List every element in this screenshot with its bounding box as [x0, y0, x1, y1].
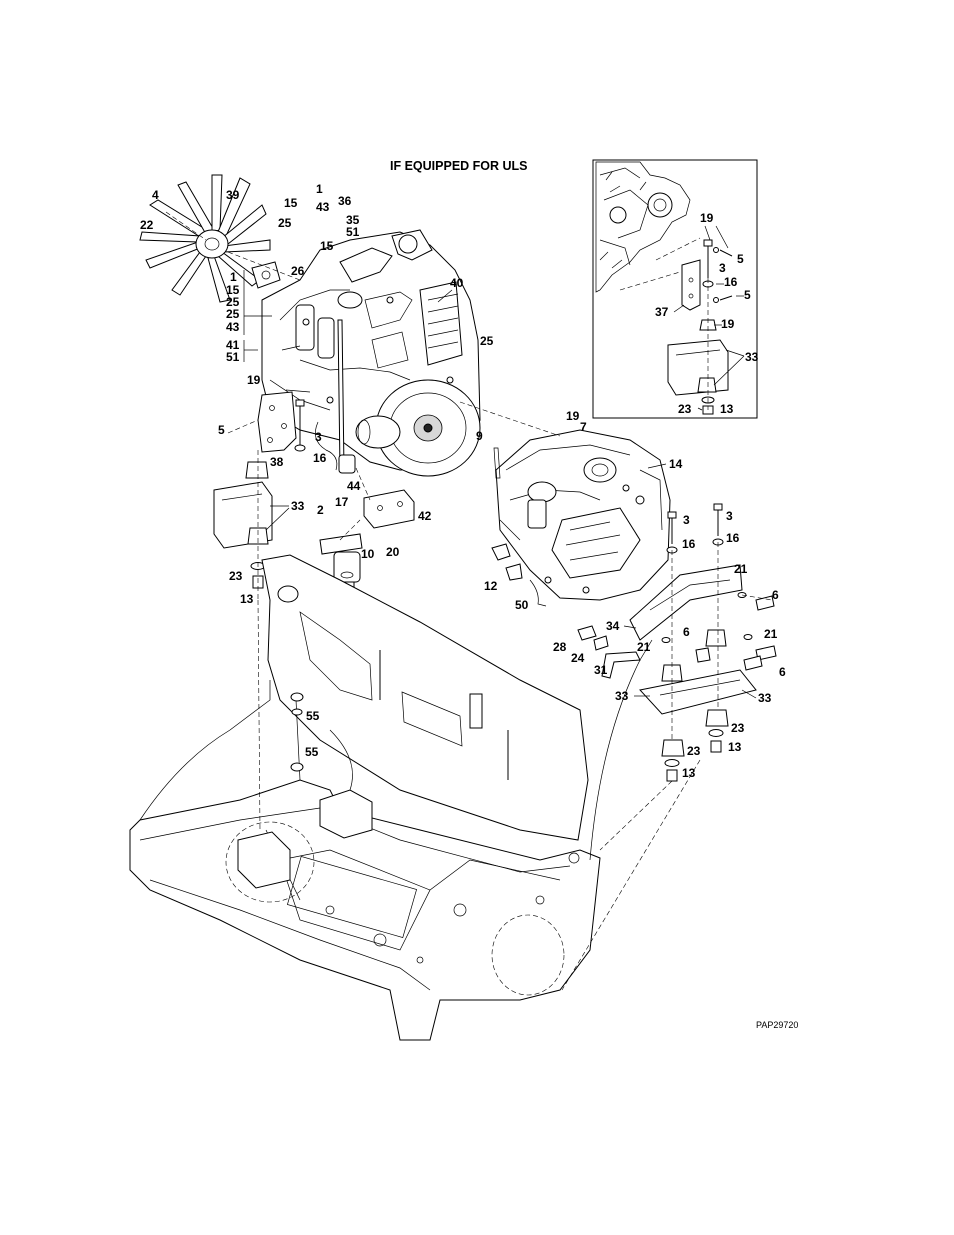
inset-callout-5-b: 5: [744, 288, 751, 302]
callout-23: 23: [229, 569, 243, 583]
callout-2: 2: [317, 503, 324, 517]
callout-1: 1: [316, 182, 323, 196]
callout-41: 41: [226, 338, 240, 352]
callout-16-b: 16: [682, 537, 696, 551]
callout-28: 28: [553, 640, 567, 654]
callout-16-c: 16: [726, 531, 740, 545]
transmission-mounts: [577, 503, 777, 782]
callout-6: 6: [772, 588, 779, 602]
callout-51-b: 51: [226, 350, 240, 364]
callout-33: 33: [291, 499, 305, 513]
callout-15-stack: 15: [226, 283, 240, 297]
cooling-fan: [139, 174, 301, 303]
engine-mount-left: [213, 391, 306, 600]
callout-43-stack: 43: [226, 320, 240, 334]
callout-4: 4: [152, 188, 159, 202]
callout-23-c: 23: [687, 744, 701, 758]
callout-31: 31: [594, 663, 608, 677]
callout-33-b: 33: [615, 689, 629, 703]
callout-16: 16: [313, 451, 327, 465]
callout-19: 19: [247, 373, 261, 387]
callout-39: 39: [226, 188, 240, 202]
callout-20: 20: [386, 545, 400, 559]
callout-19-b: 19: [566, 409, 580, 423]
callout-35: 35: [346, 213, 360, 227]
callout-26: 26: [291, 264, 305, 278]
callout-3-b: 3: [683, 513, 690, 527]
callout-25: 25: [278, 216, 292, 230]
callout-15: 15: [284, 196, 298, 210]
frame-chassis: [129, 554, 701, 1041]
callout-3-c: 3: [726, 509, 733, 523]
callout-33-c: 33: [758, 691, 772, 705]
callout-15-b: 15: [320, 239, 334, 253]
callout-38: 38: [270, 455, 284, 469]
callout-22: 22: [140, 218, 154, 232]
callout-6-b: 6: [683, 625, 690, 639]
callout-21: 21: [734, 562, 748, 576]
callout-3: 3: [315, 430, 322, 444]
callout-55: 55: [306, 709, 320, 723]
drawing-code: PAP29720: [756, 1020, 798, 1030]
uls-inset-panel: [592, 159, 758, 419]
callout-9: 9: [476, 429, 483, 443]
callout-50: 50: [515, 598, 529, 612]
inset-callout-13: 13: [720, 402, 734, 416]
inset-callout-5: 5: [737, 252, 744, 266]
callout-40: 40: [450, 276, 464, 290]
inset-callout-23: 23: [678, 402, 692, 416]
inset-callout-37: 37: [655, 305, 669, 319]
callout-34: 34: [606, 619, 620, 633]
inset-callout-16: 16: [724, 275, 738, 289]
diagram-title: IF EQUIPPED FOR ULS: [390, 159, 528, 173]
inset-callout-19-b: 19: [721, 317, 735, 331]
callout-13-b: 13: [728, 740, 742, 754]
callout-44: 44: [347, 479, 361, 493]
callout-25-c: 25: [480, 334, 494, 348]
callout-23-b: 23: [731, 721, 745, 735]
callout-13: 13: [240, 592, 254, 606]
callout-6-c: 6: [779, 665, 786, 679]
callout-42: 42: [418, 509, 432, 523]
inset-callout-33: 33: [745, 350, 759, 364]
callout-25-stack-b: 25: [226, 307, 240, 321]
fuel-filter-assembly: [319, 467, 415, 589]
callout-51: 51: [346, 225, 360, 239]
callout-10: 10: [361, 547, 375, 561]
callout-13-c: 13: [682, 766, 696, 780]
callout-36: 36: [338, 194, 352, 208]
callout-1-stack: 1: [230, 270, 237, 284]
callout-55-b: 55: [305, 745, 319, 759]
callout-12: 12: [484, 579, 498, 593]
callout-21-b: 21: [764, 627, 778, 641]
callout-17: 17: [335, 495, 349, 509]
inset-callout-19: 19: [700, 211, 714, 225]
inset-callout-3: 3: [719, 261, 726, 275]
callout-14: 14: [669, 457, 683, 471]
callout-25-stack-a: 25: [226, 295, 240, 309]
transmission-assembly: [459, 401, 671, 607]
callout-5: 5: [218, 423, 225, 437]
callout-7: 7: [580, 420, 587, 434]
callout-21-c: 21: [637, 640, 651, 654]
callout-24: 24: [571, 651, 585, 665]
callout-43: 43: [316, 200, 330, 214]
